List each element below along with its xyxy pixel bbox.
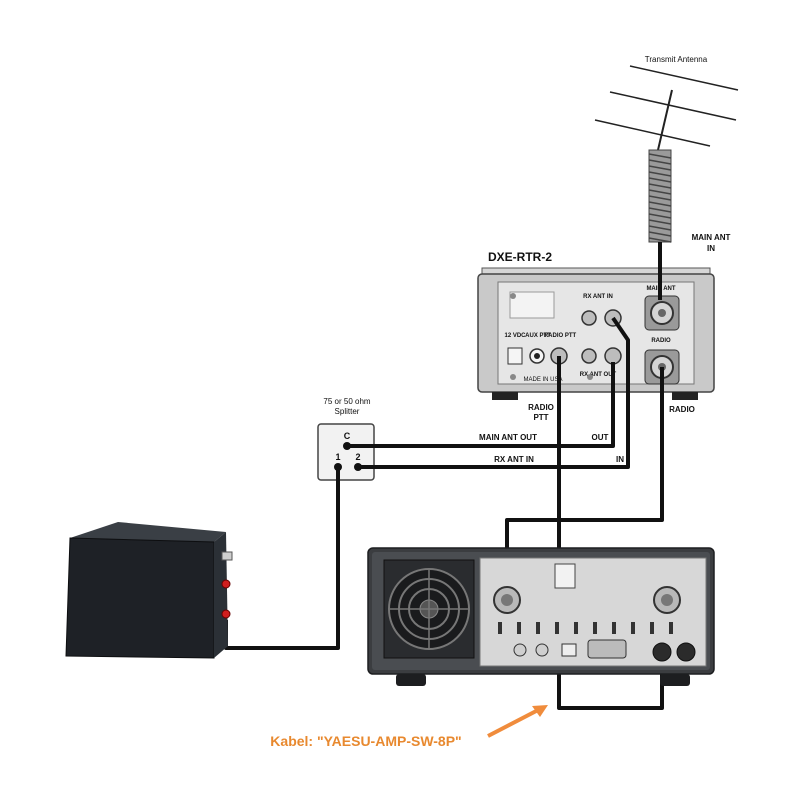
rtr-title: DXE-RTR-2 [488,250,552,264]
screw-icon [587,374,593,380]
vent-slot [555,622,559,634]
splitter-port-2: 2 [355,452,360,462]
transceiver-din-jack [676,642,696,662]
orange-arrow [487,706,543,738]
vent-slot [669,622,673,634]
fan-icon [383,559,475,659]
transceiver-foot-left [396,674,426,686]
sdr-connector-top [221,551,233,561]
cable-splitter-sdr [224,467,340,650]
main-ant-in-label-1: MAIN ANT [692,233,731,242]
splitter-device: C 2 1 [317,423,375,481]
rx-ant-out-connector [581,347,622,365]
coil-stripe [648,189,672,195]
transmit-antenna-label: Transmit Antenna [645,55,708,64]
vent-slot [650,622,654,634]
screw-icon [510,374,516,380]
transceiver-foot-right [660,674,690,686]
coil-stripe [648,177,672,183]
vent-slot [574,622,578,634]
antenna-boom [657,89,673,151]
orange-arrow-head [532,705,548,717]
in-label: IN [616,455,624,464]
coil-stripe [648,237,672,243]
transceiver-ant-connector [493,586,521,614]
coil-stripe [648,165,672,171]
sdr-connector-red-2 [221,609,231,619]
panel-made-in: MADE IN USA [523,377,562,383]
antenna-element-2 [609,91,737,121]
splitter-title-2: Splitter [335,407,360,416]
rtr-foot-right [672,392,698,400]
panel-rx-ant-in-label: RX ANT IN [583,294,613,300]
coil-stripe [648,213,672,219]
transceiver-jack [513,643,527,657]
transceiver-jack [535,643,549,657]
vent-slot [536,622,540,634]
rtr-foot-left [492,392,518,400]
transceiver [367,547,715,686]
main-ant-connector [644,295,680,331]
panel-radio-ptt-label: RADIO PTT [544,333,577,339]
splitter-port-1: 1 [335,452,340,462]
rtr-info-sticker [509,291,555,319]
coil-stripe [648,195,672,201]
radio-ptt-label-1: RADIO [528,403,554,412]
coil-stripe [648,153,672,159]
vent-slot [517,622,521,634]
rx-ant-in-label: RX ANT IN [494,455,534,464]
rtr-device: MADE IN USA MAIN ANT RADIO RX ANT IN RAD… [477,267,715,400]
radio-ptt-label-2: PTT [533,413,548,422]
cable-main-ant-out [347,362,615,448]
transceiver-switch [554,563,576,589]
coil-stripe [648,183,672,189]
panel-radio-label: RADIO [651,338,671,344]
panel-rx-ant-out-label: RX ANT OUT [580,372,617,378]
main-ant-in-label-2: IN [707,244,715,253]
transceiver-ant2-connector [653,586,681,614]
vent-slot [593,622,597,634]
power-jack [507,347,523,365]
coil-stripe [648,159,672,165]
antenna-element-1 [629,65,739,91]
coil-stripe [648,171,672,177]
cable-rx-ant-in [358,316,630,469]
transceiver-band-data-jack [652,642,672,662]
splitter-title-1: 75 or 50 ohm [323,397,370,406]
vent-slot [631,622,635,634]
splitter-port-c: C [344,431,351,441]
vent-slot [498,622,502,634]
coil-stripe [648,231,672,237]
antenna-element-3 [594,119,711,147]
coil-stripe [648,201,672,207]
transceiver-vents [498,622,673,634]
coil-stripe [648,225,672,231]
panel-12vdc-label: 12 VDC [504,333,526,339]
transceiver-serial-port [587,639,627,659]
panel-aux-ptt-label: AUX PTT [525,333,551,339]
vent-slot [612,622,616,634]
cable-label: Kabel: "YAESU-AMP-SW-8P" [270,733,461,749]
coil-stripe [648,219,672,225]
main-ant-out-label: MAIN ANT OUT [479,433,537,442]
transceiver-usb-port [561,643,577,657]
aux-ptt-jack [529,348,545,364]
screw-icon [510,293,516,299]
coil-stripe [648,207,672,213]
sdr-receiver-box [65,522,233,659]
out-label: OUT [592,433,609,442]
radio-label: RADIO [669,405,695,414]
transmit-antenna [594,65,739,243]
sdr-connector-red-1 [221,579,231,589]
